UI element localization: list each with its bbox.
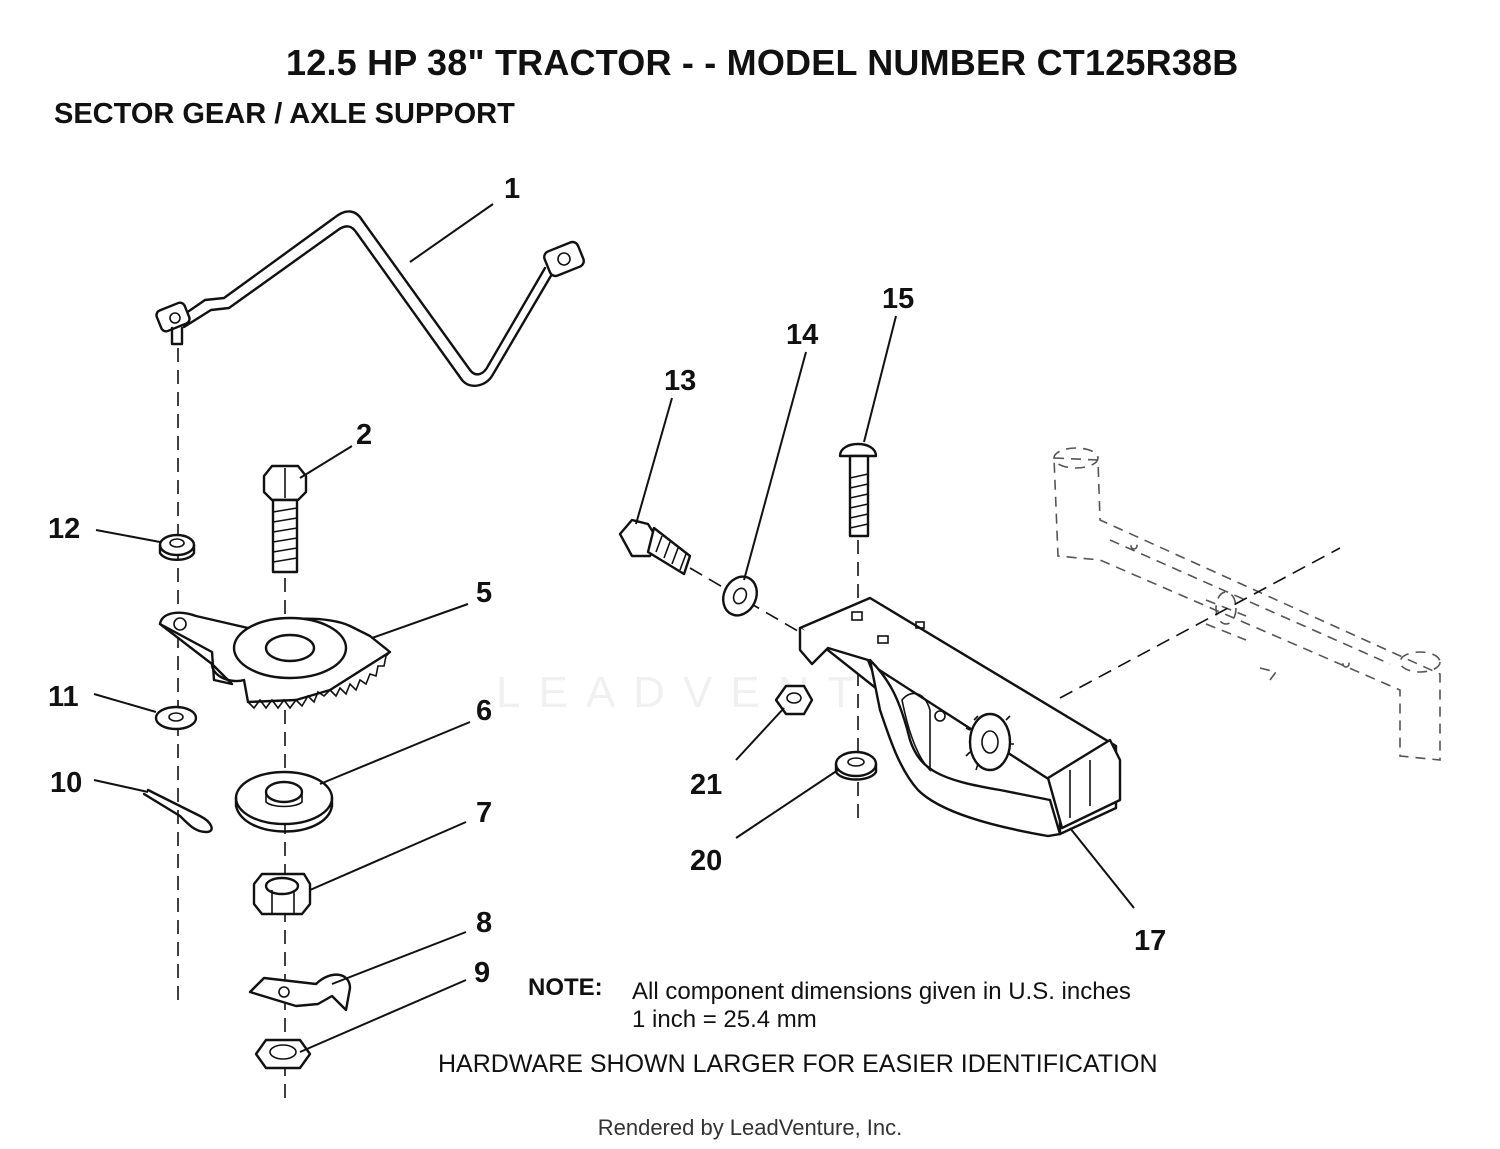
callout-2: 2	[356, 419, 372, 451]
callout-21: 21	[690, 769, 722, 801]
callout-15: 15	[882, 283, 914, 315]
callout-20: 20	[690, 845, 722, 877]
callout-11: 11	[48, 681, 79, 713]
cotter-pin-part-10	[142, 788, 213, 834]
centerline-bolt-13	[689, 567, 821, 645]
callout-13: 13	[664, 365, 696, 397]
drag-link-rod-part-1	[155, 210, 585, 387]
callout-12: 12	[48, 513, 80, 545]
axle-support-bracket-part-17	[798, 596, 1122, 838]
callout-7: 7	[476, 797, 492, 829]
hex-bolt-part-2	[262, 464, 308, 574]
callout-8: 8	[476, 907, 492, 939]
rendered-by-footer: Rendered by LeadVenture, Inc.	[597, 1115, 903, 1140]
washer-part-14	[722, 575, 758, 617]
hex-nut-part-7	[252, 872, 312, 916]
axle-pivot-centerline	[1059, 547, 1341, 699]
note-label: NOTE:	[528, 974, 603, 1001]
hex-bolt-part-13	[618, 518, 692, 576]
sector-gear-part-5	[158, 611, 392, 710]
callout-9: 9	[474, 957, 490, 989]
nut-part-21	[774, 684, 814, 716]
spacer-washer-part-6	[234, 770, 334, 833]
diagram-subtitle: SECTOR GEAR / AXLE SUPPORT	[54, 98, 515, 130]
callout-17: 17	[1134, 925, 1166, 957]
callout-1: 1	[504, 173, 520, 205]
callout-leader-lines	[93, 203, 1135, 1053]
flange-nut-part-20	[834, 750, 878, 781]
callout-14: 14	[786, 319, 818, 351]
flat-washer-part-11	[154, 705, 198, 731]
flange-nut-part-12	[158, 533, 196, 561]
callout-6: 6	[476, 695, 492, 727]
diagram-title: 12.5 HP 38" TRACTOR - - MODEL NUMBER CT1…	[286, 42, 1239, 83]
front-axle-phantom	[1053, 447, 1441, 761]
note-line-2: 1 inch = 25.4 mm	[632, 1006, 817, 1033]
clip-part-8	[248, 973, 352, 1012]
hex-nut-part-9	[254, 1038, 312, 1070]
carriage-bolt-part-15	[838, 442, 878, 538]
callout-10: 10	[50, 767, 82, 799]
note-line-1: All component dimensions given in U.S. i…	[632, 978, 1131, 1005]
hardware-note: HARDWARE SHOWN LARGER FOR EASIER IDENTIF…	[438, 1050, 1158, 1078]
callout-5: 5	[476, 577, 492, 609]
